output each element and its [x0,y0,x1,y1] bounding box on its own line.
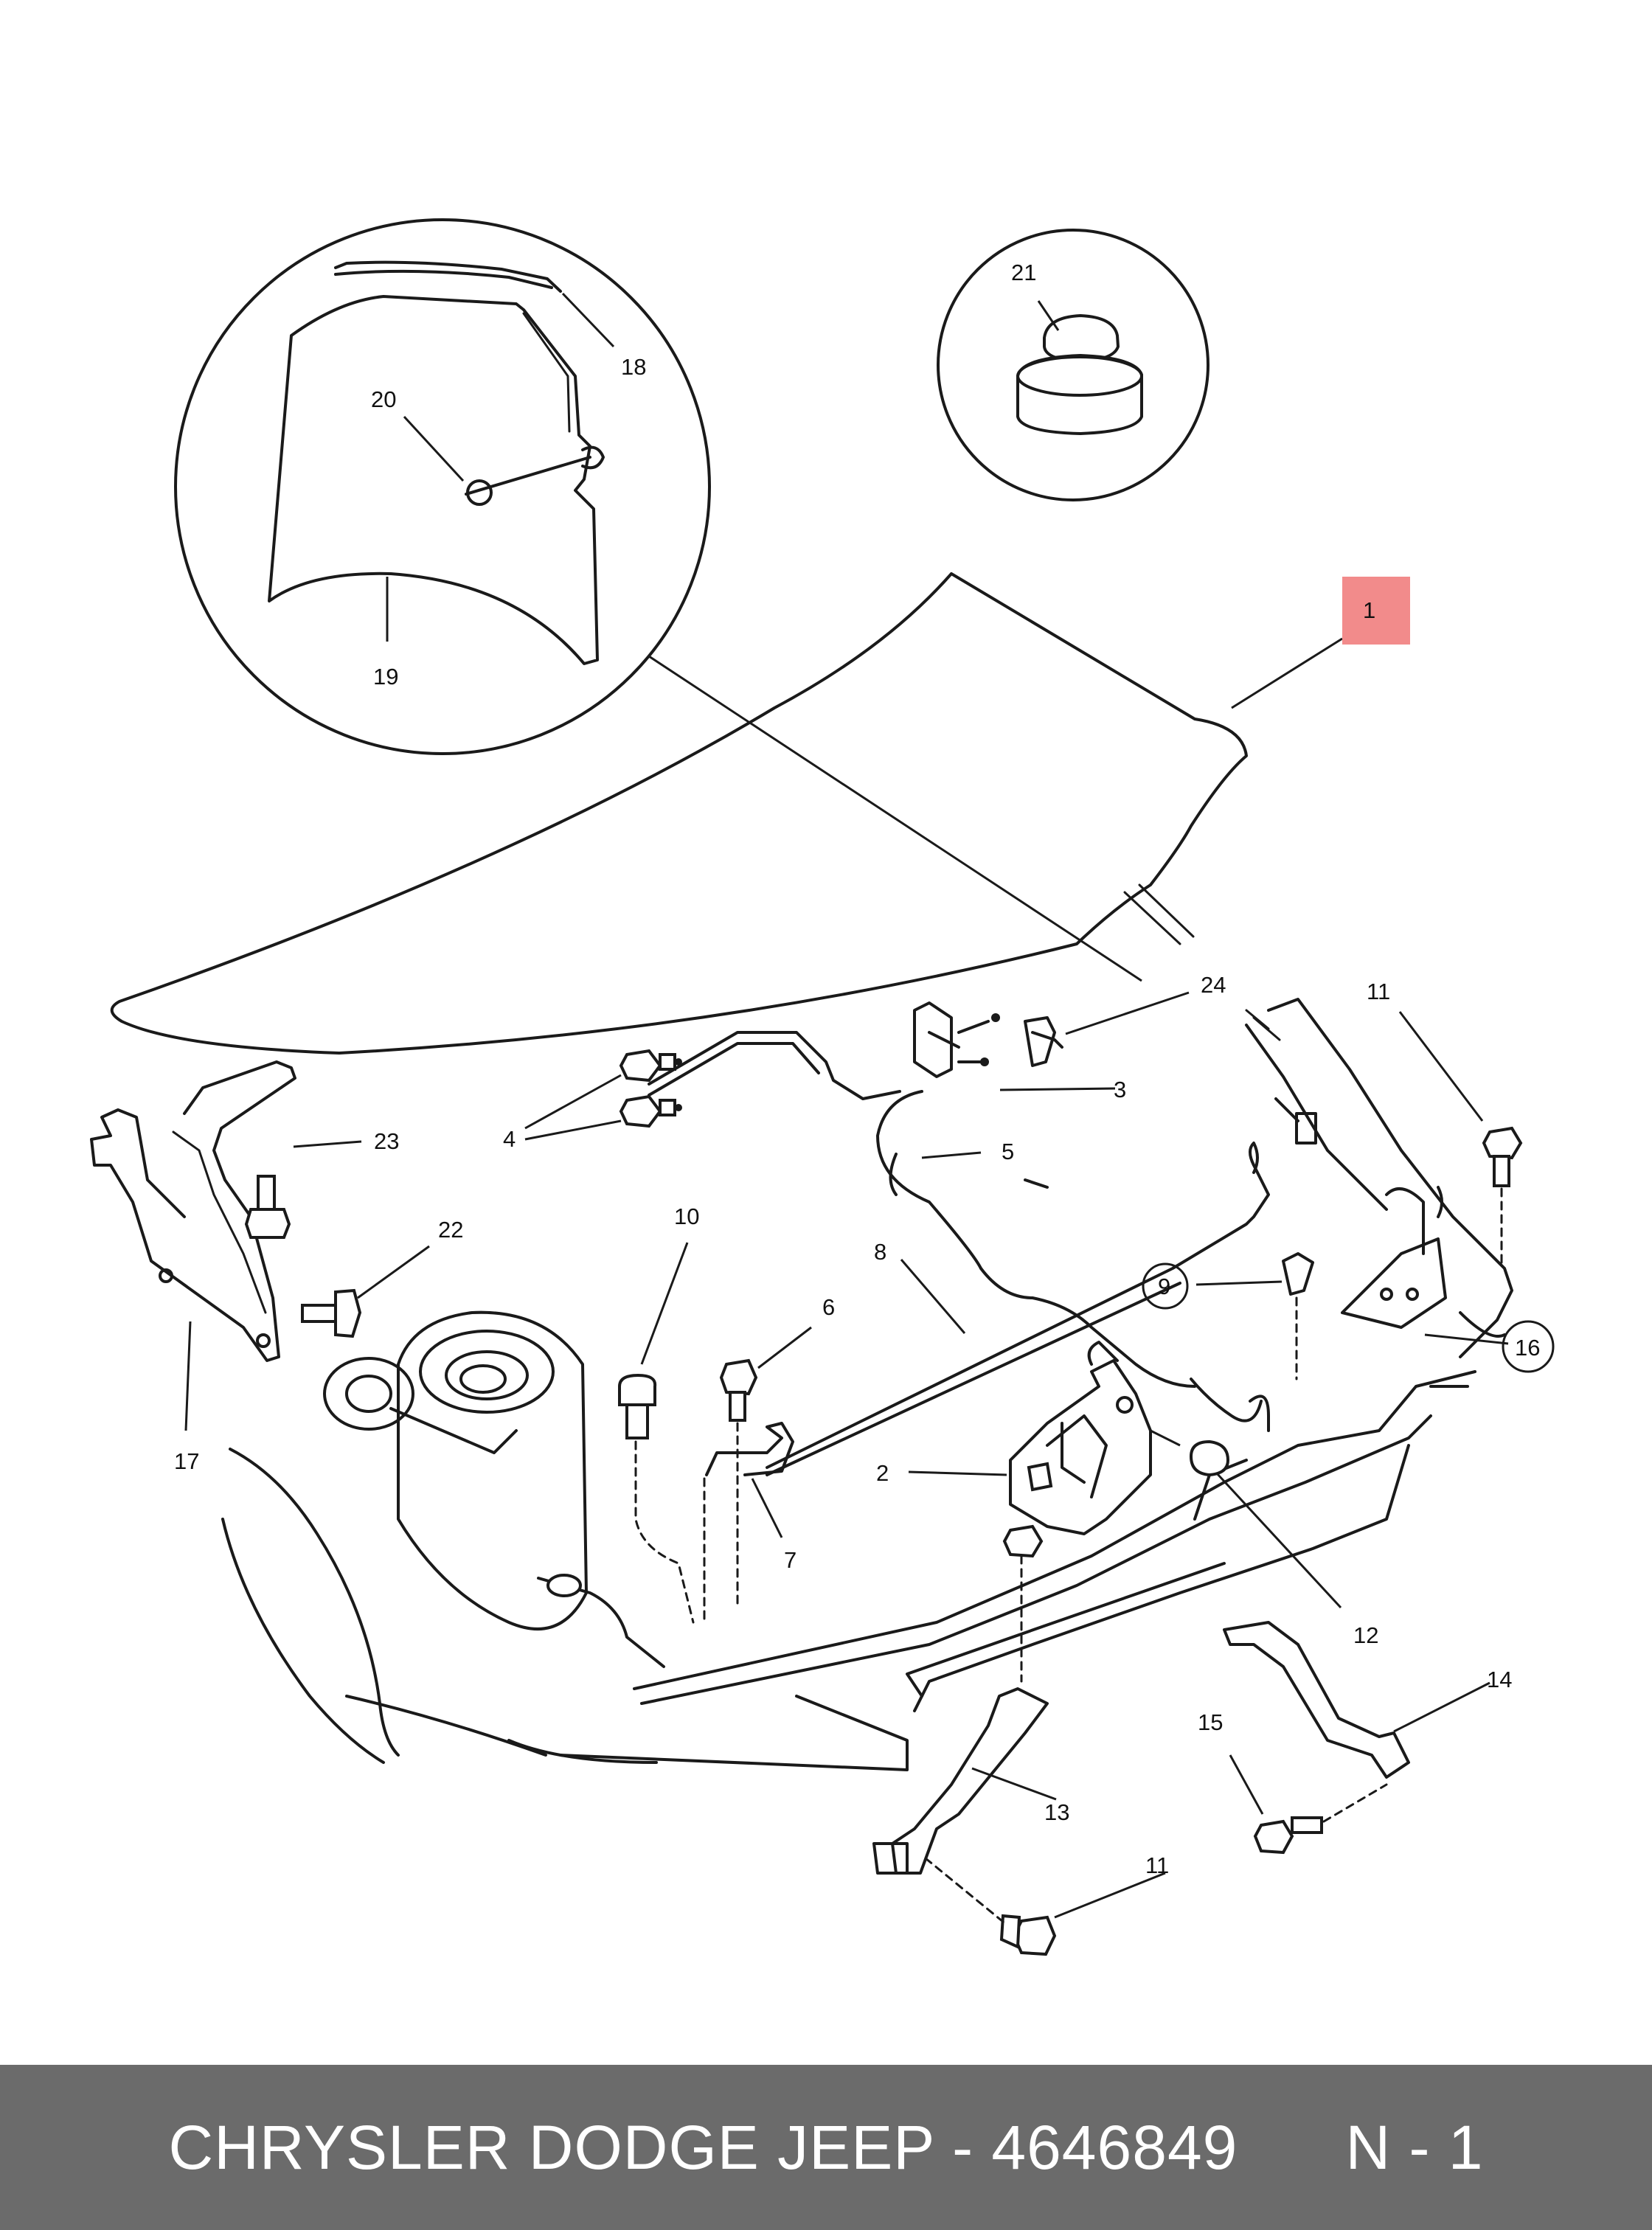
callout-15: 15 [1198,1709,1223,1735]
callout-21: 21 [1011,260,1036,285]
seal-detail-circle [174,218,711,755]
callout-labels: 1 2 3 4 5 6 7 8 9 10 11 11 12 13 14 15 1… [174,260,1540,1878]
callout-3: 3 [1114,1077,1126,1102]
callout-14: 14 [1487,1667,1512,1692]
footer-page: N - 1 [1345,2112,1484,2182]
callout-19: 19 [373,664,398,690]
callout-1: 1 [1363,597,1375,623]
bolt-10 [618,1242,695,1624]
callout-13: 13 [1044,1799,1069,1825]
hood-panel [110,572,1343,1055]
callout-6: 6 [822,1294,835,1320]
bolt-11-top [1398,1011,1523,1270]
callout-16: 16 [1515,1335,1540,1361]
bracket-7 [703,1422,794,1624]
bolt-22 [301,1245,430,1338]
bolt-15 [1229,1754,1388,1855]
hood-parts-diagram: 1 2 3 4 5 6 7 8 9 10 11 11 12 13 14 15 1… [90,218,1555,1956]
callout-8: 8 [874,1239,886,1265]
callout-17: 17 [174,1448,199,1474]
leader-2-latch [1150,1429,1181,1447]
callout-11b: 11 [1145,1852,1169,1878]
bolt-23 [244,1140,362,1239]
callout-11a: 11 [1367,979,1390,1004]
callout-20: 20 [371,386,396,412]
footer-gap [1238,2113,1345,2182]
footer-bar: CHRYSLER DODGE JEEP - 4646849 N - 1 [0,2065,1652,2230]
radiator-support [559,998,1513,1771]
brace-14 [1223,1621,1490,1779]
bumper-detail-circle [937,229,1210,501]
clip-9 [1195,1252,1314,1380]
callout-9: 9 [1158,1274,1170,1299]
cable-bracket [913,991,1190,1159]
callout-22: 22 [438,1217,463,1243]
hood-hinge [90,1060,296,1431]
callout-9-circle [1142,1262,1189,1310]
callout-24: 24 [1201,972,1226,998]
brace-13 [872,1524,1057,1875]
bumper-12 [1189,1439,1342,1609]
callout-7: 7 [784,1547,796,1573]
fender-assembly [221,1310,665,1764]
leader-8 [900,1259,966,1334]
callout-4: 4 [503,1126,516,1152]
callout-12: 12 [1353,1622,1378,1648]
callout-10: 10 [674,1203,699,1229]
release-cable [648,1031,1270,1476]
hood-latch [908,1341,1152,1535]
nuts-4 [524,1049,682,1141]
callout-5: 5 [1002,1139,1014,1164]
detail-leader [648,655,1142,982]
bolt-11-bottom [924,1857,1166,1956]
callout-18: 18 [621,354,646,380]
callout-16-circle [1502,1320,1555,1373]
part-1-highlight [1342,577,1410,645]
leader-16 [1424,1333,1509,1345]
footer-title: CHRYSLER DODGE JEEP - 4646849 N - 1 [169,2112,1484,2184]
footer-brand-part: CHRYSLER DODGE JEEP - 4646849 [168,2112,1238,2182]
callout-2: 2 [876,1460,889,1486]
callout-23: 23 [374,1128,399,1154]
